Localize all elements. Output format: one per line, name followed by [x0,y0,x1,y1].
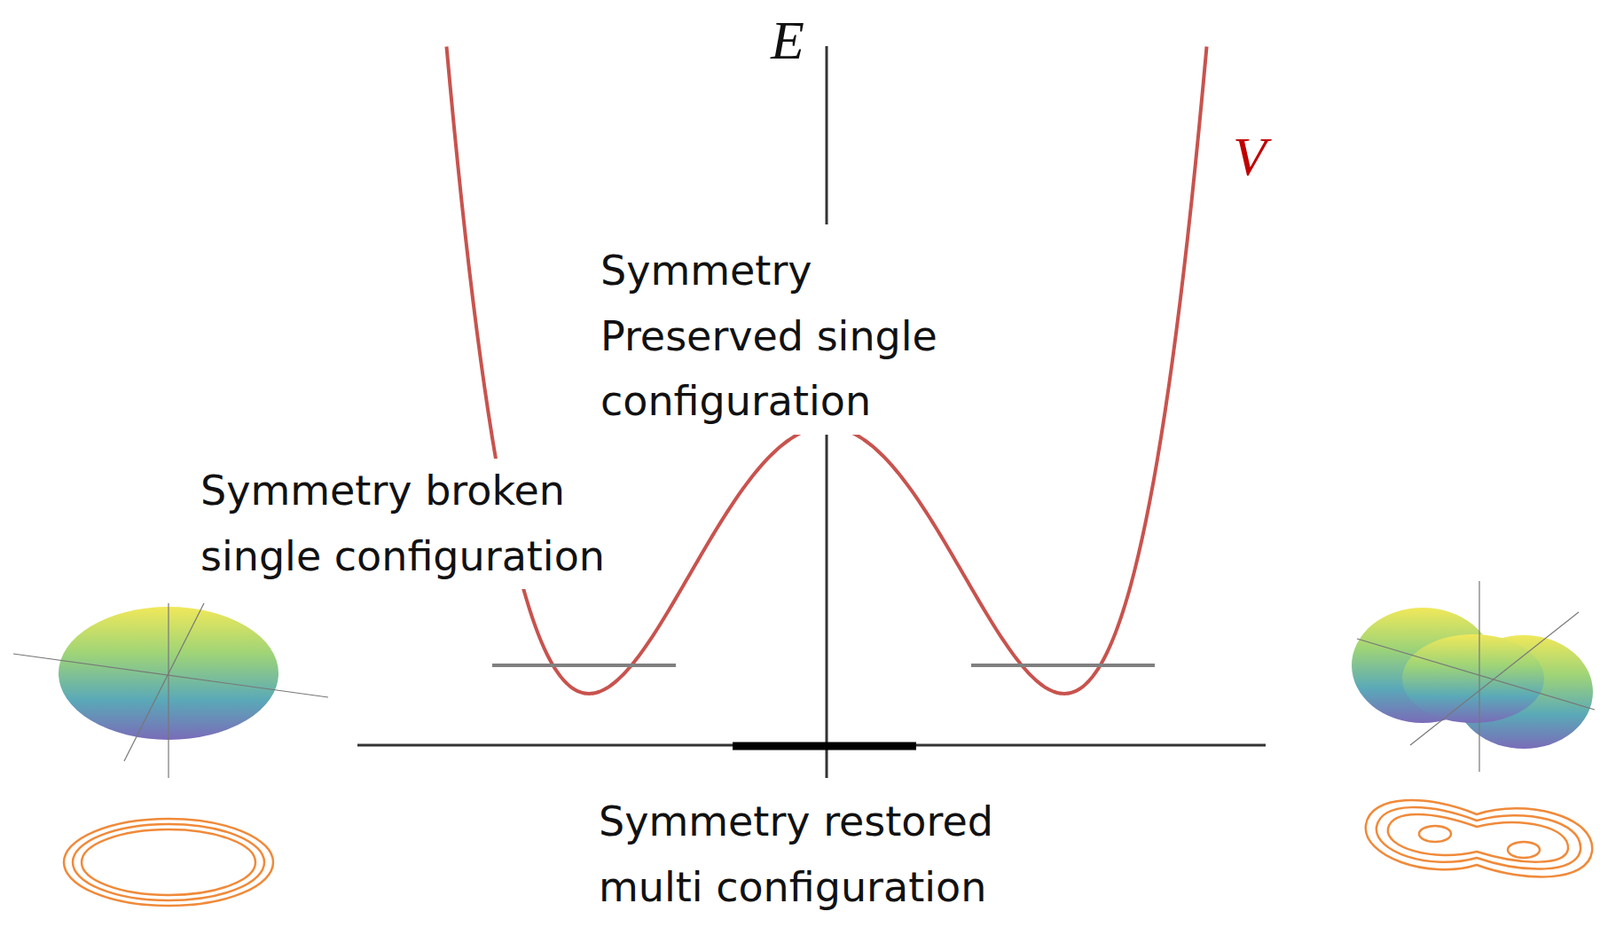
state-label: Symmetry broken single configuration [200,458,627,589]
energy-axis [825,382,829,778]
energy-level [492,663,676,667]
contour-lines [63,818,274,906]
oblate-shape [13,603,329,778]
potential-curve [446,46,1207,693]
elongated-shape [1351,580,1595,772]
axis-label: E [770,12,805,68]
curve-label: V [1232,128,1267,184]
energy-axis [825,46,829,225]
ground-level [732,742,917,751]
baseline-axis [357,744,1266,747]
contour-lines [1365,800,1593,877]
energy-level [971,663,1155,667]
state-label: Symmetry Preserved single configuration [600,238,1027,435]
state-label: Symmetry restored multi configuration [598,789,1025,920]
